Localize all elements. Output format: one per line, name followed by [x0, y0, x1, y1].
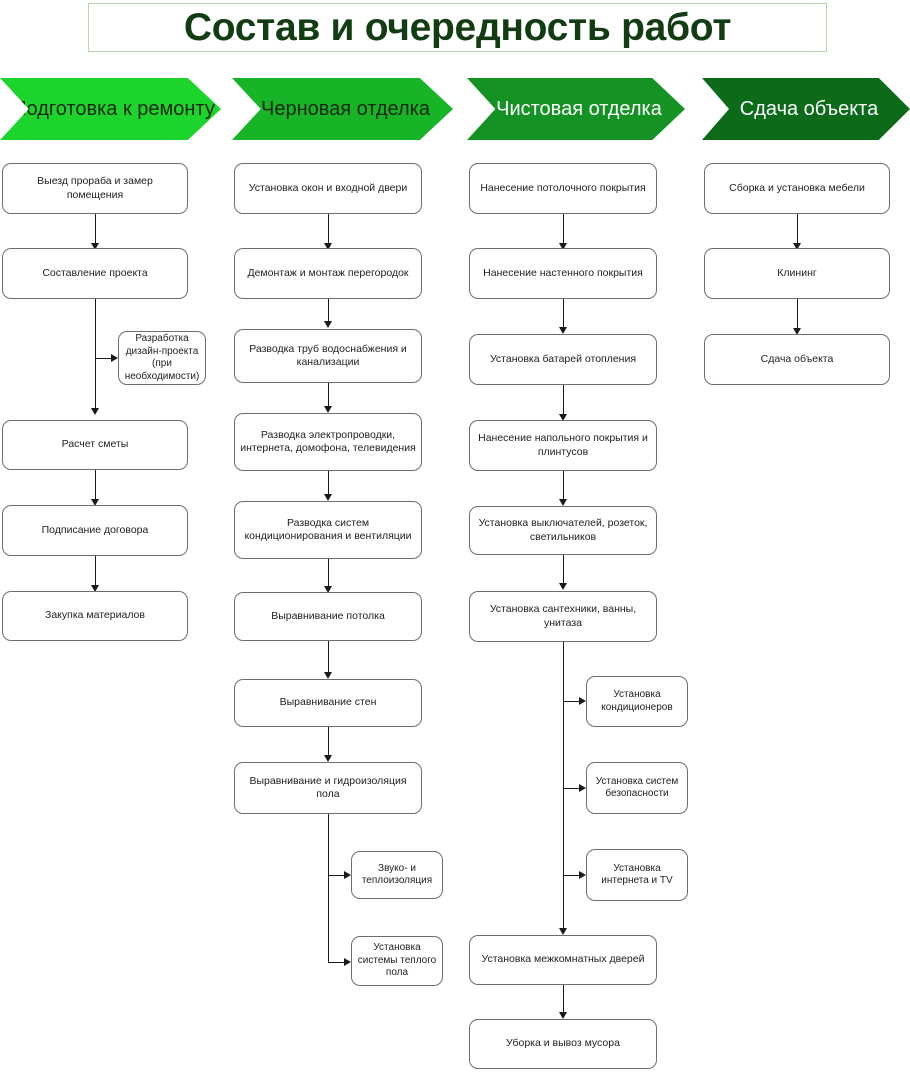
process-box[interactable]: Установка системы теплого пола: [351, 936, 443, 986]
process-box[interactable]: Выравнивание и гидроизоляция пола: [234, 762, 422, 814]
process-box[interactable]: Подписание договора: [2, 505, 188, 556]
process-box[interactable]: Установка межкомнатных дверей: [469, 935, 657, 985]
process-box[interactable]: Разводка электропроводки, интернета, дом…: [234, 413, 422, 471]
phase-header-rough-finishing[interactable]: Черновая отделка: [232, 78, 453, 140]
phase-header-fine-finishing[interactable]: Чистовая отделка: [467, 78, 685, 140]
process-box[interactable]: Сдача объекта: [704, 334, 890, 385]
process-box[interactable]: Установка сантехники, ванны, унитаза: [469, 591, 657, 642]
phase-header-handover[interactable]: Сдача объекта: [702, 78, 910, 140]
process-box[interactable]: Сборка и установка мебели: [704, 163, 890, 214]
process-box[interactable]: Звуко- и теплоизоляция: [351, 851, 443, 899]
process-box[interactable]: Установка окон и входной двери: [234, 163, 422, 214]
phase-header-label: Черновая отделка: [261, 97, 430, 120]
process-box[interactable]: Установка интернета и TV: [586, 849, 688, 901]
process-box[interactable]: Разводка систем кондиционирования и вент…: [234, 501, 422, 559]
process-box[interactable]: Выравнивание потолка: [234, 592, 422, 641]
process-box-optional[interactable]: Разработка дизайн-проекта (при необходим…: [118, 331, 206, 385]
process-box[interactable]: Выезд прораба и замер помещения: [2, 163, 188, 214]
phase-header-preparation[interactable]: Подготовка к ремонту: [0, 78, 221, 140]
process-box[interactable]: Расчет сметы: [2, 420, 188, 470]
process-box[interactable]: Разводка труб водоснабжения и канализаци…: [234, 329, 422, 383]
page-title: Состав и очередность работ: [183, 6, 732, 49]
process-box[interactable]: Нанесение потолочного покрытия: [469, 163, 657, 214]
process-box[interactable]: Закупка материалов: [2, 591, 188, 641]
phase-header-label: Чистовая отделка: [496, 97, 662, 120]
phase-header-label: Сдача объекта: [739, 97, 879, 120]
process-box[interactable]: Составление проекта: [2, 248, 188, 299]
phase-header-label: Подготовка к ремонту: [12, 97, 215, 120]
process-box[interactable]: Нанесение настенного покрытия: [469, 248, 657, 299]
process-box[interactable]: Нанесение напольного покрытия и плинтусо…: [469, 420, 657, 471]
process-box[interactable]: Уборка и вывоз мусора: [469, 1019, 657, 1069]
process-box[interactable]: Выравнивание стен: [234, 679, 422, 727]
process-box[interactable]: Клининг: [704, 248, 890, 299]
process-box[interactable]: Установка кондиционеров: [586, 676, 688, 727]
process-box[interactable]: Установка выключателей, розеток, светиль…: [469, 506, 657, 555]
process-box[interactable]: Установка систем безопасности: [586, 762, 688, 814]
process-box[interactable]: Демонтаж и монтаж перегородок: [234, 248, 422, 299]
page-title-frame: Состав и очередность работ: [88, 3, 827, 52]
process-box[interactable]: Установка батарей отопления: [469, 334, 657, 385]
